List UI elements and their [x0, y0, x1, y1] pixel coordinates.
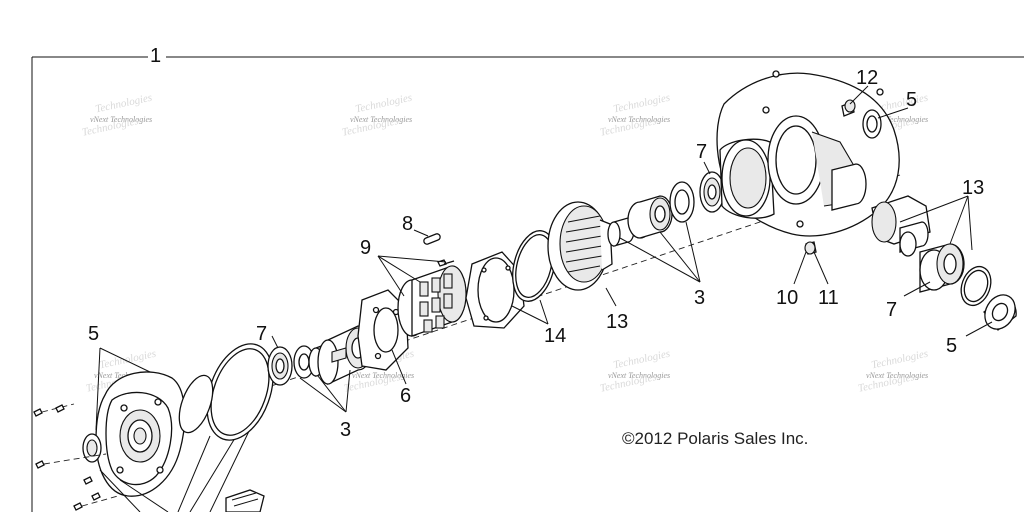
bearing-left	[267, 346, 293, 386]
svg-text:Technologies: Technologies	[870, 348, 929, 372]
callouts: 12 5 7 13 8 9 3 13 14 10 11 7 5 5 7 6 3	[88, 67, 984, 441]
svg-text:Technologies: Technologies	[94, 92, 153, 116]
large-ring	[178, 343, 274, 441]
armature-plate	[357, 289, 409, 371]
svg-text:vNext Technologies: vNext Technologies	[608, 371, 670, 380]
callout-6: 6	[400, 385, 411, 407]
copyright-notice: ©2012 Polaris Sales Inc.	[622, 429, 808, 448]
pinion-shaft	[871, 195, 931, 257]
svg-text:vNext Technologies: vNext Technologies	[352, 371, 414, 380]
snap-ring	[512, 230, 556, 302]
vent-plug	[841, 99, 856, 117]
leader-lines	[271, 85, 993, 413]
callout-7-top: 7	[696, 141, 707, 163]
callout-13-center: 13	[606, 311, 628, 333]
bolts	[33, 403, 119, 511]
seal-top	[862, 109, 882, 139]
callout-7-left: 7	[256, 323, 267, 345]
frame-label: 1	[150, 45, 161, 67]
left-seal	[82, 433, 102, 463]
watermark: Technologies vNext Technologies Technolo…	[857, 348, 929, 395]
callout-9: 9	[360, 237, 371, 259]
retaining-ring-right	[960, 265, 992, 307]
watermark: Technologies vNext Technologies Technolo…	[81, 92, 153, 139]
leaders-left	[95, 347, 265, 512]
callout-7-right: 7	[886, 299, 897, 321]
gear-grille	[565, 215, 603, 273]
callout-12: 12	[856, 67, 878, 89]
svg-text:vNext Technologies: vNext Technologies	[866, 115, 928, 124]
washer-set-center	[607, 181, 695, 247]
drain-plug	[804, 241, 817, 255]
svg-text:Technologies: Technologies	[354, 92, 413, 116]
callout-10: 10	[776, 287, 798, 309]
callout-3-left: 3	[340, 419, 351, 441]
bearing-right	[919, 243, 965, 293]
svg-text:vNext Technologies: vNext Technologies	[866, 371, 928, 380]
pin	[423, 233, 441, 245]
callout-14: 14	[544, 325, 566, 347]
roller-cage	[397, 259, 467, 337]
ring-gear	[547, 201, 613, 291]
callout-8: 8	[402, 213, 413, 235]
svg-text:vNext Technologies: vNext Technologies	[350, 115, 412, 124]
watermark: Technologies vNext Technologies Technolo…	[599, 92, 671, 139]
front-housing	[95, 371, 186, 497]
callout-5-left: 5	[88, 323, 99, 345]
rear-housing	[716, 70, 900, 237]
watermark: Technologies vNext Technologies Technolo…	[341, 92, 413, 139]
friction-plate	[465, 251, 525, 329]
svg-text:Technologies: Technologies	[612, 348, 671, 372]
svg-text:Technologies: Technologies	[612, 92, 671, 116]
seal-right	[983, 294, 1017, 331]
diagram-frame: 1	[31, 45, 1024, 512]
svg-text:vNext Technologies: vNext Technologies	[608, 115, 670, 124]
svg-text:vNext Technologies: vNext Technologies	[90, 115, 152, 124]
cage-rollers	[419, 273, 453, 333]
callout-5-top: 5	[906, 89, 917, 111]
callout-11: 11	[818, 287, 839, 309]
callout-13-right: 13	[962, 177, 984, 199]
callout-3-center: 3	[694, 287, 705, 309]
watermark: Technologies vNext Technologies Technolo…	[599, 348, 671, 395]
lower-clip	[225, 489, 265, 512]
callout-5-right: 5	[946, 335, 957, 357]
